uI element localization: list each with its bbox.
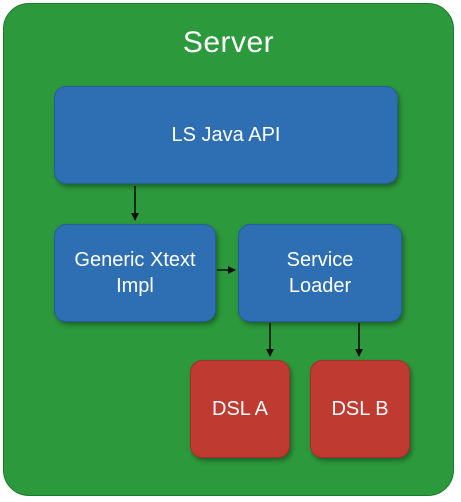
server-title: Server (182, 26, 275, 59)
ls-java-api-box: LS Java API (54, 86, 398, 184)
ls-java-api-label: LS Java API (171, 124, 281, 146)
service-loader-label: Service Loader (286, 249, 354, 297)
generic-xtext-impl-box: Generic Xtext Impl (54, 224, 216, 322)
dsl-a-label: DSL A (212, 398, 268, 420)
service-loader-box: Service Loader (238, 224, 402, 322)
dsl-a-box: DSL A (190, 360, 290, 458)
dsl-b-box: DSL B (310, 360, 410, 458)
generic-xtext-impl-label: Generic Xtext Impl (74, 249, 196, 297)
dsl-b-label: DSL B (331, 398, 389, 420)
